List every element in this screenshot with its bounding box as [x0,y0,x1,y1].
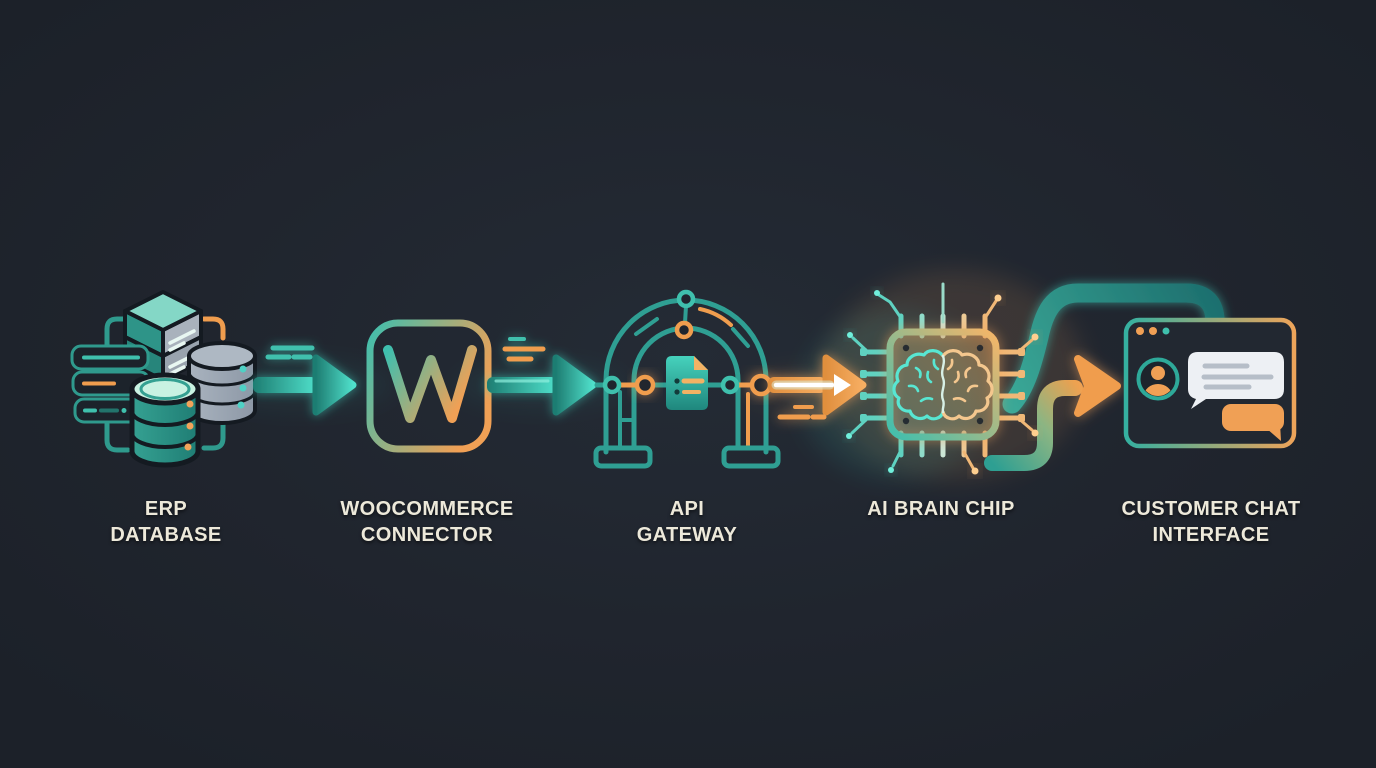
right-foot [721,445,781,469]
label-line: API [669,498,705,520]
node-ring [674,320,694,340]
pipe-chip-to-chat-top [1002,283,1225,414]
label-line: GATEWAY [636,524,738,546]
corner-bracket [201,316,226,341]
label-line: CUSTOMER CHAT [1121,498,1301,520]
chat-window-icon [1123,317,1297,449]
node-label-api-gateway: API GATEWAY [567,496,807,548]
corner-bracket [201,419,226,451]
corner-bracket [104,421,131,453]
gray-db-cylinder [187,341,257,425]
arrow-woocommerce-to-gateway [487,337,597,416]
label-line: WOOCOMMERCE [340,498,514,520]
arrow-erp-to-woocommerce [253,345,357,416]
brain-chip-icon [846,282,1039,475]
label-line: DATABASE [110,524,222,546]
label-line: INTERFACE [1152,524,1270,546]
node-ring [602,375,622,395]
node-label-customer-chat-interface: CUSTOMER CHAT INTERFACE [1091,496,1331,548]
window-dot [1136,327,1144,335]
teal-db-cylinder [129,372,201,468]
corner-bracket [104,316,131,349]
node-ring [634,374,656,396]
window-dot [1162,327,1170,335]
label-line: AI BRAIN CHIP [867,498,1015,520]
label-line: CONNECTOR [360,524,494,546]
label-line: ERP [144,498,188,520]
node-label-ai-brain-chip: AI BRAIN CHIP [821,496,1061,522]
gateway-arch-icon [593,289,781,469]
avatar-person-icon [1144,366,1172,396]
left-foot [593,445,653,469]
window-dot [1149,327,1157,335]
node-label-erp-database: ERP DATABASE [46,496,286,548]
agent-chat-bubble [1188,352,1284,409]
node-ring [749,373,773,397]
document-icon [666,356,708,410]
woo-letter-w [383,345,477,423]
brain-icon [892,349,994,421]
customer-chat-bubble [1222,404,1284,441]
pipe-chip-to-chat-arrow [984,355,1121,471]
node-ring [720,375,740,395]
database-cluster-icon [70,290,257,468]
pipe-arrowhead [1074,355,1121,417]
node-label-woocommerce-connector: WOOCOMMERCE CONNECTOR [307,496,547,548]
arrow-gateway-to-chip [768,354,867,420]
node-ring [676,289,696,309]
